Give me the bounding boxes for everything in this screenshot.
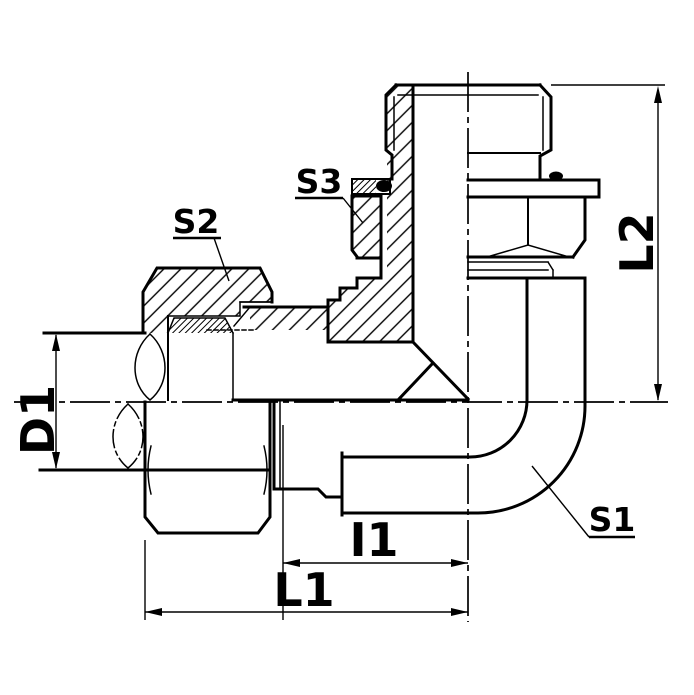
ferrule-outline (167, 317, 235, 335)
stub-wall-hatch (250, 307, 328, 330)
callout-S3: S3 (295, 162, 364, 224)
bore-cone-diagonal-2 (396, 360, 436, 402)
s2-label-text: S2 (173, 202, 220, 241)
stud-thread (384, 82, 553, 182)
tube-outline (38, 331, 147, 472)
d1-arrow-bottom (52, 452, 60, 469)
callout-S2: S2 (173, 202, 230, 282)
locknut-bottom-chamfers (486, 244, 570, 258)
locknut-left-outline (350, 194, 383, 280)
s2-leader-line (213, 237, 230, 282)
i1-arrow-right (451, 559, 468, 567)
thread-root-lines (393, 96, 544, 151)
s3-label-text: S3 (296, 162, 343, 201)
section-hatching (143, 84, 413, 342)
l1-arrow-right (451, 608, 468, 616)
stub-cone-edge (232, 305, 252, 328)
seal-oring-right (549, 171, 563, 181)
i1-arrow-left (283, 559, 300, 567)
tube (38, 331, 234, 472)
dimension-I1: I1 (282, 425, 468, 620)
s1-leader-line (531, 465, 590, 538)
d1-arrow-top (52, 334, 60, 351)
locknut-assembly (350, 171, 601, 280)
seal-washer-left-outline (351, 178, 391, 195)
locknut-hatch (352, 196, 381, 258)
seal-washer-hatch (352, 180, 376, 193)
tube-break-upper (134, 332, 166, 402)
stud-right-profile (537, 82, 553, 182)
swivel-nut-facet-arcs (147, 445, 268, 495)
body-stub (239, 301, 344, 499)
centerlines (14, 72, 668, 622)
washer-plate-lines (467, 260, 555, 279)
dimension-L2: L2 (551, 84, 665, 401)
l2-dimension-text: L2 (610, 212, 664, 273)
stud-left-profile (384, 82, 399, 181)
s3-leader-line (342, 197, 364, 224)
i1-dimension-text: I1 (349, 513, 398, 567)
seal-oring-left (376, 180, 392, 192)
callout-S1: S1 (531, 465, 636, 539)
swivel-nut-section-outline (141, 266, 274, 335)
l2-arrow-top (654, 86, 662, 103)
d1-dimension-text: D1 (11, 385, 65, 455)
washer-right-outline (466, 178, 601, 199)
swivel-nut (141, 266, 274, 535)
swivel-nut-hatch (143, 268, 272, 333)
tube-break-lower (112, 402, 144, 470)
l2-arrow-bottom (654, 384, 662, 401)
bore-cone-diagonal-1 (410, 339, 471, 402)
locknut-hex-right (466, 195, 587, 260)
ferrule (167, 305, 256, 335)
elbow-body (231, 83, 587, 517)
dimension-D1: D1 (11, 334, 65, 469)
body-outer-profile-elbow (340, 276, 587, 515)
stub-external-profile (272, 400, 344, 499)
body-wall-hatch (328, 84, 413, 342)
l1-arrow-left (145, 608, 162, 616)
s1-label-text: S1 (589, 500, 636, 539)
body-inner-profile-elbow (340, 276, 529, 459)
swivel-nut-hex-outline (143, 400, 272, 535)
